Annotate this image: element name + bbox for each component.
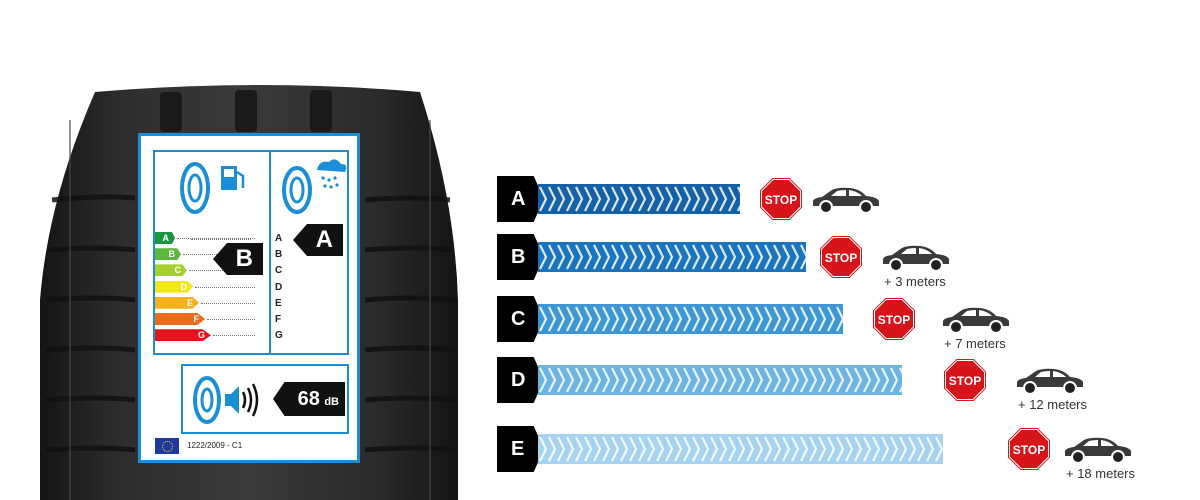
grade-label-d: D bbox=[497, 357, 544, 403]
wet-grip-icon bbox=[282, 159, 347, 214]
car-icon bbox=[883, 245, 949, 272]
fuel-scale-letter: E bbox=[186, 297, 193, 308]
wet-scale-letter: C bbox=[275, 265, 283, 277]
stop-sign-text: STOP bbox=[1013, 443, 1045, 457]
fuel-pump-icon bbox=[180, 162, 245, 214]
extra-distance-b: + 3 meters bbox=[884, 274, 946, 289]
noise-icon bbox=[193, 376, 259, 424]
fuel-scale-letter: B bbox=[168, 249, 176, 260]
wet-scale-letter: E bbox=[275, 297, 282, 309]
eu-flag-icon bbox=[155, 438, 179, 454]
tire-track-a bbox=[538, 184, 740, 214]
fuel-scale-letter: C bbox=[174, 265, 182, 276]
stop-sign-text: STOP bbox=[878, 313, 910, 327]
noise-unit: dB bbox=[324, 396, 339, 408]
tire-track-d bbox=[538, 365, 902, 395]
fuel-scale-letter: F bbox=[193, 314, 200, 324]
grade-label-e: E bbox=[497, 426, 544, 472]
car-icon bbox=[1017, 368, 1083, 395]
noise-panel: 68 dB bbox=[181, 364, 349, 434]
noise-value: 68 bbox=[297, 388, 320, 410]
fuel-scale-bar-e: E bbox=[155, 296, 199, 309]
fuel-scale-bar-b: B bbox=[155, 248, 181, 261]
regulation-text: 1222/2009 - C1 bbox=[187, 441, 243, 450]
stop-sign-icon: STOP bbox=[758, 176, 804, 222]
wet-scale-letter: G bbox=[275, 330, 283, 342]
fuel-rating: B bbox=[235, 245, 253, 272]
wet-scale-letter: D bbox=[275, 281, 283, 293]
wet-grip-panel bbox=[269, 150, 349, 355]
stop-sign-icon: STOP bbox=[871, 296, 917, 342]
car-icon bbox=[813, 187, 879, 214]
extra-distance-c: + 7 meters bbox=[944, 336, 1006, 351]
fuel-scale-letter: A bbox=[162, 233, 170, 243]
stop-sign-icon: STOP bbox=[942, 357, 988, 403]
fuel-scale-bar-d: D bbox=[155, 280, 193, 293]
stop-sign-icon: STOP bbox=[1006, 426, 1052, 472]
stop-sign-text: STOP bbox=[825, 251, 857, 265]
extra-distance-d: + 12 meters bbox=[1018, 397, 1088, 412]
stop-sign-text: STOP bbox=[949, 374, 981, 388]
car-icon bbox=[943, 307, 1009, 334]
grade-label-b: B bbox=[497, 234, 544, 280]
stop-sign-text: STOP bbox=[765, 193, 797, 207]
noise-value-box: 68 dB bbox=[273, 382, 345, 416]
wet-scale-letter: B bbox=[275, 249, 283, 261]
tire-track-e bbox=[538, 434, 943, 464]
wet-scale-letter: F bbox=[275, 313, 282, 325]
extra-distance-e: + 18 meters bbox=[1066, 466, 1136, 481]
stop-sign-icon: STOP bbox=[818, 234, 864, 280]
grade-label-a: A bbox=[497, 176, 544, 222]
tire-track-c bbox=[538, 304, 843, 334]
fuel-scale-bar-f: F bbox=[155, 313, 205, 325]
fuel-scale-letter: D bbox=[180, 281, 188, 292]
tire-track-b bbox=[538, 242, 806, 272]
fuel-scale-bar-g: G bbox=[155, 329, 211, 342]
grade-label-c: C bbox=[497, 296, 544, 342]
wet-rating: A bbox=[315, 226, 333, 253]
wet-scale-letter: A bbox=[275, 233, 283, 244]
fuel-scale-bar-c: C bbox=[155, 264, 187, 277]
fuel-scale-bar-a: A bbox=[155, 232, 175, 244]
car-icon bbox=[1065, 437, 1131, 464]
fuel-scale-letter: G bbox=[197, 330, 205, 341]
